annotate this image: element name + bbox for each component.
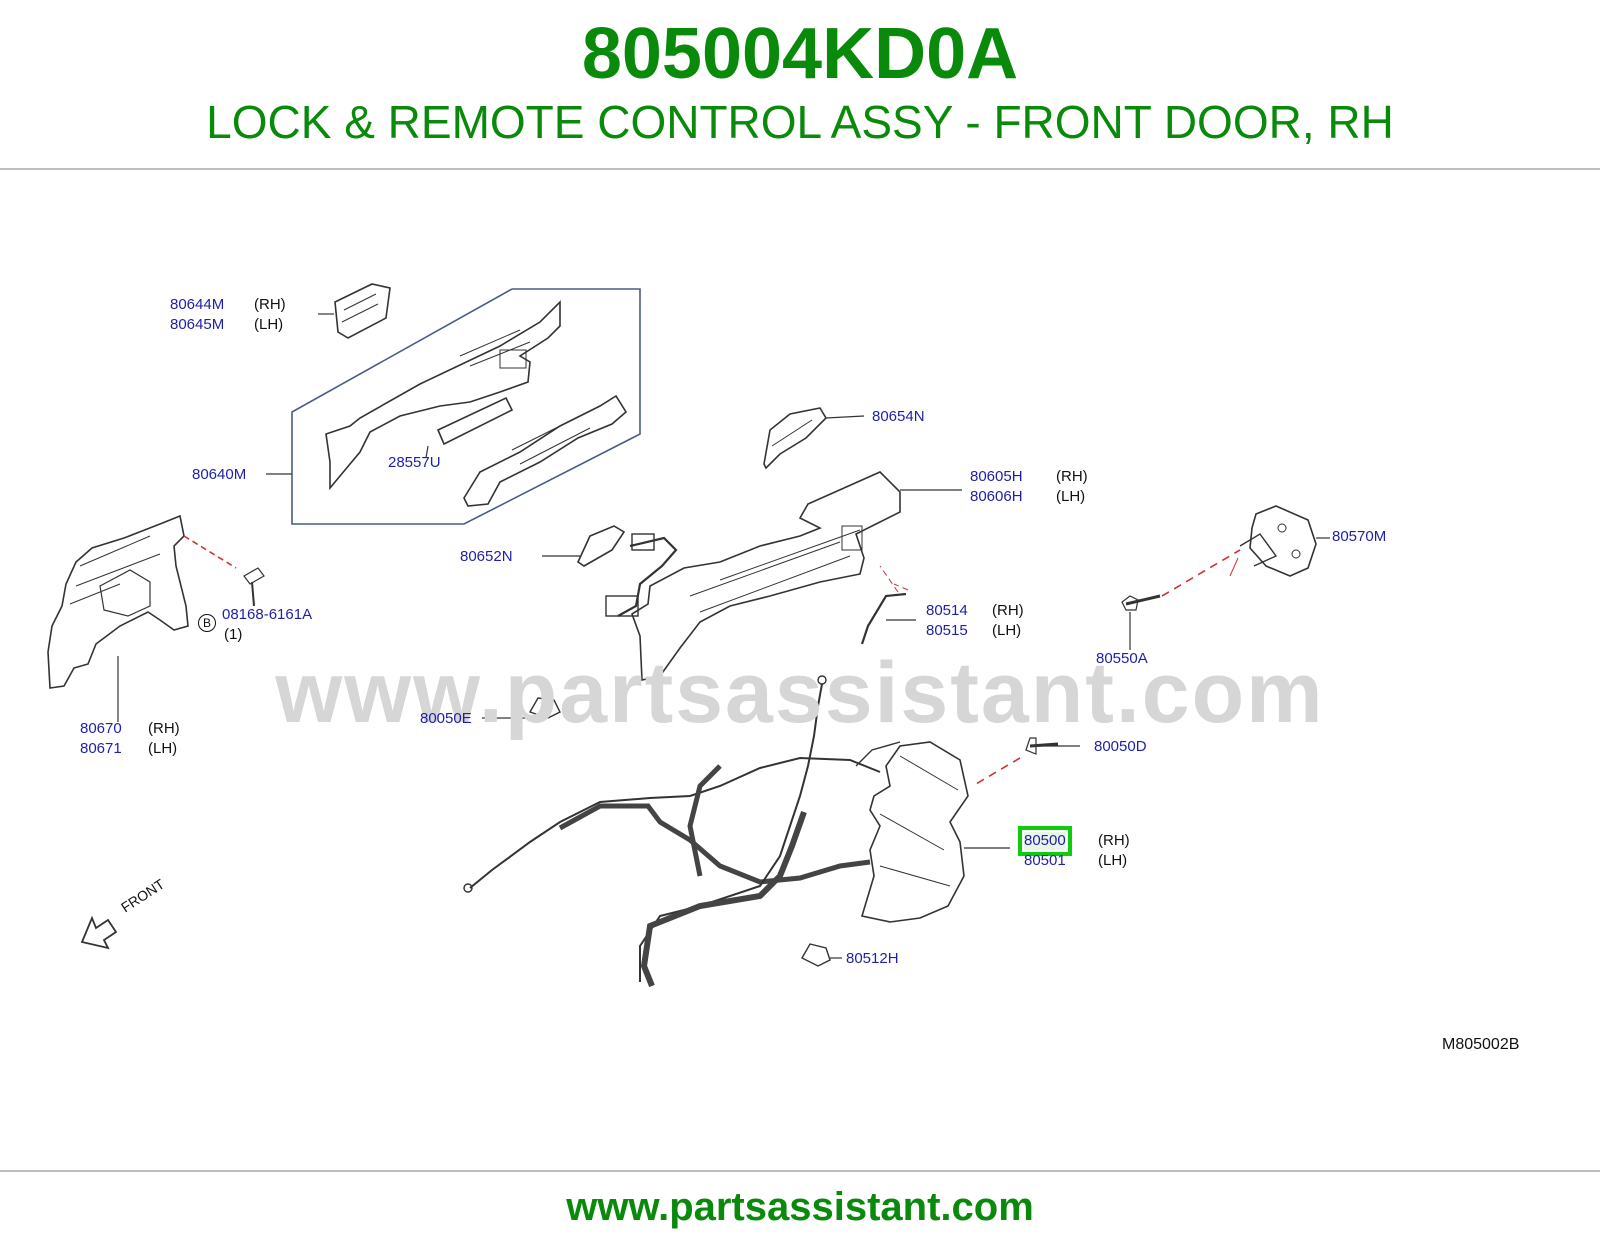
- seal-strip: [436, 396, 514, 446]
- striker-bolt: [1125, 594, 1161, 606]
- callout-80570M[interactable]: 80570M: [1332, 528, 1387, 545]
- callout-80645M[interactable]: 80645M: [170, 316, 225, 333]
- handle-frame: [631, 471, 901, 681]
- inside-handle: [47, 514, 189, 689]
- cable-clip: [801, 943, 831, 967]
- side-rh: (RH): [254, 296, 286, 313]
- callout-80514[interactable]: 80514: [926, 602, 968, 619]
- door-lock-body: [860, 741, 969, 923]
- escutcheon-cap: [334, 283, 391, 339]
- outer-handle: [463, 394, 628, 507]
- screw: [243, 567, 265, 585]
- callout-28557U[interactable]: 28557U: [388, 454, 441, 471]
- callout-80500-highlighted[interactable]: 80500: [1018, 826, 1072, 856]
- lock-dashline: [975, 757, 1021, 785]
- callout-80652N[interactable]: 80652N: [460, 548, 513, 565]
- callout-80644M[interactable]: 80644M: [170, 296, 225, 313]
- inner-escutcheon: [763, 407, 828, 470]
- callout-80640M[interactable]: 80640M: [192, 466, 247, 483]
- part-number-title: 805004KD0A: [581, 14, 1019, 94]
- callout-80512H[interactable]: 80512H: [846, 950, 899, 967]
- side-rh: (RH): [1098, 832, 1130, 849]
- vertical-cable-sheath: [640, 811, 807, 988]
- callout-08168-6161A[interactable]: 08168-6161A: [222, 606, 313, 623]
- remote-cable-sheath: [558, 803, 871, 885]
- inside-handle-dashline: [183, 535, 237, 569]
- side-lh: (LH): [254, 316, 284, 333]
- key-cylinder-cap: [576, 525, 626, 567]
- callout-80654N[interactable]: 80654N: [872, 408, 925, 425]
- side-lh: (LH): [1098, 852, 1128, 869]
- side-rh: (RH): [992, 602, 1024, 619]
- side-lh: (LH): [148, 740, 178, 757]
- callout-80050D[interactable]: 80050D: [1094, 738, 1147, 755]
- watermark-text: www.partsassistant.com: [275, 645, 1325, 741]
- striker-dashline: [1161, 549, 1241, 597]
- bolt-symbol-b: B: [198, 614, 216, 632]
- diagram-code: M805002B: [1442, 1036, 1520, 1053]
- callout-80050E[interactable]: 80050E: [420, 710, 472, 727]
- part-description: LOCK & REMOTE CONTROL ASSY - FRONT DOOR,…: [206, 96, 1394, 148]
- callout-80501[interactable]: 80501: [1024, 852, 1066, 869]
- remote-cable: [469, 756, 881, 889]
- callout-80670[interactable]: 80670: [80, 720, 122, 737]
- front-arrow: [80, 915, 118, 950]
- lock-rod: [860, 592, 907, 645]
- side-rh: (RH): [1056, 468, 1088, 485]
- header-divider: [0, 168, 1600, 170]
- callout-80606H[interactable]: 80606H: [970, 488, 1023, 505]
- cylinder-wire: [617, 536, 678, 617]
- footer-divider: [0, 1170, 1600, 1172]
- parts-diagram: www.partsassistant.com 80644M (RH) 80645…: [0, 266, 1600, 1076]
- footer-url[interactable]: www.partsassistant.com: [566, 1185, 1034, 1229]
- side-lh: (LH): [1056, 488, 1086, 505]
- outside-handle-bracket: [325, 300, 561, 491]
- diagram-drawing: [47, 283, 1330, 988]
- side-lh: (LH): [992, 622, 1022, 639]
- lock-screw: [1029, 742, 1059, 748]
- callout-80605H[interactable]: 80605H: [970, 468, 1023, 485]
- side-rh: (RH): [148, 720, 180, 737]
- handle-group-frame: [291, 288, 641, 525]
- callout-80550A[interactable]: 80550A: [1096, 650, 1148, 667]
- callout-80515[interactable]: 80515: [926, 622, 968, 639]
- callout-80671[interactable]: 80671: [80, 740, 122, 757]
- striker-plate: [1249, 505, 1317, 577]
- clip: [528, 697, 561, 719]
- quantity: (1): [224, 626, 243, 643]
